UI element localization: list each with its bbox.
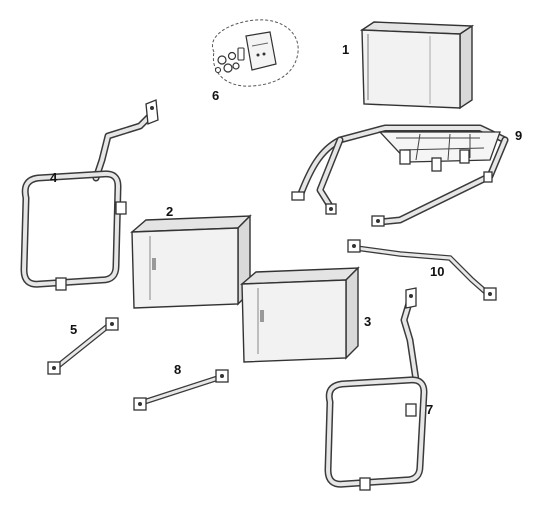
part-label-5: 5 bbox=[70, 322, 77, 337]
part-label-1: 1 bbox=[342, 42, 349, 57]
left-pannier bbox=[130, 214, 252, 309]
short-strut-left bbox=[47, 317, 119, 375]
right-pannier bbox=[240, 266, 360, 363]
hardware-kit bbox=[211, 19, 299, 87]
part-label-6: 6 bbox=[212, 88, 219, 103]
top-box bbox=[359, 21, 475, 110]
right-connecting-bar bbox=[347, 239, 497, 301]
part-label-8: 8 bbox=[174, 362, 181, 377]
short-strut-center bbox=[133, 369, 229, 411]
part-label-10: 10 bbox=[430, 264, 444, 279]
part-label-3: 3 bbox=[364, 314, 371, 329]
rear-rack bbox=[291, 124, 509, 227]
part-label-4: 4 bbox=[50, 170, 58, 185]
part-label-2: 2 bbox=[166, 204, 173, 219]
left-side-frame bbox=[20, 99, 159, 291]
right-side-frame bbox=[324, 287, 428, 491]
part-label-7: 7 bbox=[426, 402, 433, 417]
part-label-9: 9 bbox=[515, 128, 522, 143]
